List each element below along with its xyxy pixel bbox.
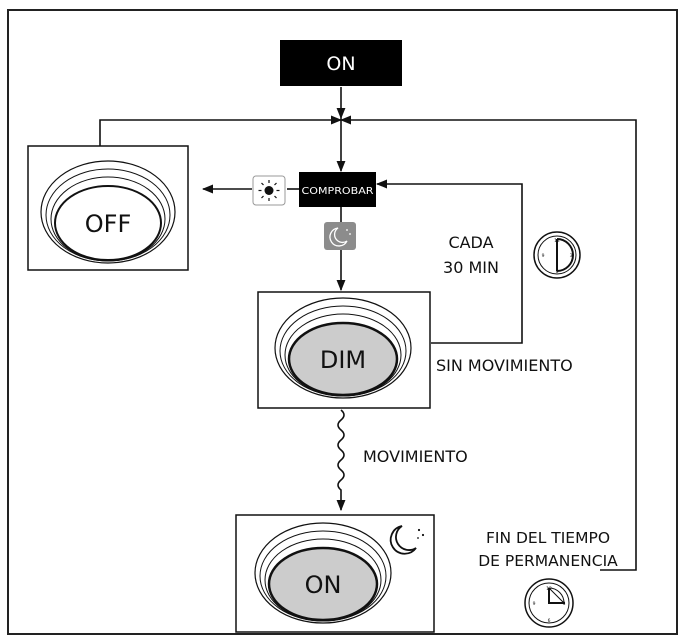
clock-icon: 12 6 3 9: [524, 578, 574, 628]
no-motion-label: SIN MOVIMIENTO: [436, 356, 573, 375]
svg-text:3: 3: [563, 601, 566, 607]
svg-text:12: 12: [554, 238, 560, 244]
sun-icon: [252, 175, 286, 206]
on-state-label: ON: [326, 53, 355, 75]
on-lamp-panel: ON: [235, 514, 435, 633]
svg-text:3: 3: [570, 253, 573, 259]
motion-label: MOVIMIENTO: [363, 447, 468, 466]
moon-stars-icon: [389, 525, 425, 555]
dwell-return-line: [339, 115, 637, 571]
dim-lamp-label: DIM: [320, 346, 366, 374]
svg-text:9: 9: [542, 253, 545, 259]
interval-loop-line: [375, 179, 523, 344]
check-label: COMPROBAR: [302, 186, 374, 197]
on-state-box: [280, 40, 402, 86]
svg-text:9: 9: [533, 601, 536, 607]
interval-label-line1: CADA: [448, 233, 493, 252]
svg-text:6: 6: [548, 618, 551, 624]
dwell-label-line2: DE PERMANENCIA: [478, 552, 618, 570]
dwell-label-line1: FIN DEL TIEMPO: [486, 529, 610, 547]
svg-text:6: 6: [556, 269, 559, 275]
clock-icon: 12 6 3 9: [533, 231, 581, 279]
dim-lamp-panel: DIM: [257, 291, 431, 409]
check-box: [299, 172, 376, 207]
off-lamp-label: OFF: [85, 210, 132, 238]
interval-label-line2: 30 MIN: [443, 258, 499, 277]
off-return-line: [99, 115, 343, 146]
outer-frame: [7, 9, 678, 635]
off-lamp-panel: OFF: [27, 145, 189, 271]
moon-icon: [324, 222, 356, 250]
motion-wave-line: [336, 409, 346, 512]
svg-text:12: 12: [546, 586, 552, 592]
on-lamp-label: ON: [305, 571, 342, 599]
connectors: [99, 87, 637, 571]
